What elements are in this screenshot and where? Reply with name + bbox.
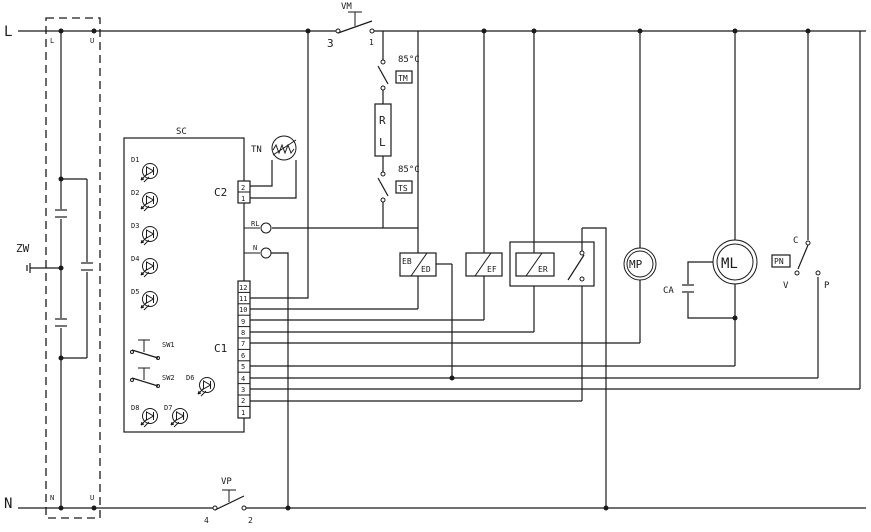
c1-pin-8: 8	[241, 329, 245, 337]
c1-pin-4: 4	[241, 375, 245, 383]
motor-ml-label: ML	[721, 256, 738, 272]
pressostat-pn-label: PN	[774, 257, 784, 266]
switch-vp-label: VP	[221, 477, 232, 487]
c1-pin-7: 7	[241, 340, 245, 348]
terminal-n-label: N	[253, 244, 257, 252]
interference-filter: L U N U	[26, 17, 101, 519]
pressostat-v-label: V	[783, 281, 789, 291]
switch-vp-pin-4: 4	[204, 516, 209, 525]
thermostat-tm-label: TM	[398, 74, 408, 83]
valve-er	[509, 28, 609, 511]
c1-pin-10: 10	[239, 306, 247, 314]
led-d8-label: D8	[131, 404, 139, 412]
led-d2-label: D2	[131, 189, 139, 197]
capacitor-ca-label: CA	[663, 286, 674, 296]
c1-pin-5: 5	[241, 363, 245, 371]
terminal-n	[244, 247, 291, 511]
filter-pin-n: N	[50, 494, 54, 502]
pressostat-p-label: P	[824, 281, 830, 291]
c2-pin-2: 2	[241, 184, 245, 192]
heater-label-l: L	[379, 136, 386, 149]
c1-pin-1: 1	[241, 409, 245, 417]
thermostat-ts-label: TS	[398, 184, 408, 193]
pump-motor-mp	[623, 28, 657, 281]
c1-pin-3: 3	[241, 386, 245, 394]
led-d6-label: D6	[186, 374, 194, 382]
valve-eb-ed	[399, 31, 453, 378]
button-sw2	[130, 367, 160, 388]
thermostat-tm-temp: 85°C	[398, 55, 420, 65]
wash-motor-ml	[682, 28, 758, 321]
motor-mp-label: MP	[629, 258, 643, 271]
thermostat-ts-temp: 85°C	[398, 165, 420, 175]
door-switch-vp	[212, 489, 247, 511]
c1-pin-9: 9	[241, 318, 245, 326]
valve-ed-label: ED	[421, 265, 431, 274]
valve-er-label: ER	[538, 265, 548, 274]
switch-vm-pin-3: 3	[327, 37, 334, 50]
terminal-rl	[244, 222, 272, 234]
led-d5-label: D5	[131, 288, 139, 296]
line-rail-label: L	[4, 24, 12, 40]
controller-title: SC	[176, 127, 187, 137]
valve-eb-label: EB	[402, 257, 412, 266]
c1-pin-11: 11	[239, 295, 247, 303]
neutral-rail-label: N	[4, 496, 12, 512]
filter-pin-u: U	[90, 37, 94, 45]
connector-c1-label: C1	[214, 342, 227, 355]
switch-vm-pin-1: 1	[369, 38, 374, 47]
led-d4-label: D4	[131, 255, 139, 263]
heater-label-r: R	[379, 114, 386, 127]
button-sw1	[130, 339, 160, 360]
pressostat-c-label: C	[793, 236, 798, 246]
filter-label: ZW	[16, 242, 30, 255]
button-sw2-label: SW2	[162, 374, 175, 382]
led-d3-label: D3	[131, 222, 139, 230]
thermostat-tm	[377, 31, 413, 104]
led-d1-label: D1	[131, 156, 139, 164]
filter-pin-l: L	[50, 37, 54, 45]
thermostat-ts	[377, 171, 413, 228]
connector-c2	[237, 180, 251, 204]
main-switch-vm	[335, 11, 375, 34]
filter-pin-u2: U	[90, 494, 94, 502]
valve-ef	[465, 28, 503, 277]
sensor-tn-label: TN	[251, 145, 262, 155]
temperature-sensor-tn	[250, 135, 297, 199]
c1-pin-12: 12	[239, 284, 247, 292]
terminal-rl-label: RL	[251, 220, 259, 228]
heater-resistor	[374, 103, 392, 172]
c1-pin-6: 6	[241, 352, 245, 360]
pressure-switch-pn	[771, 28, 821, 276]
connector-c2-label: C2	[214, 186, 227, 199]
c1-harness	[250, 28, 861, 402]
c1-pin-2: 2	[241, 397, 245, 405]
c2-pin-1: 1	[241, 195, 245, 203]
electronic-controller	[123, 137, 245, 433]
switch-vp-pin-2: 2	[248, 516, 253, 525]
led-d7-label: D7	[164, 404, 172, 412]
valve-ef-label: EF	[487, 265, 497, 274]
switch-vm-label: VM	[341, 2, 352, 12]
button-sw1-label: SW1	[162, 341, 175, 349]
connector-c1	[237, 280, 251, 419]
